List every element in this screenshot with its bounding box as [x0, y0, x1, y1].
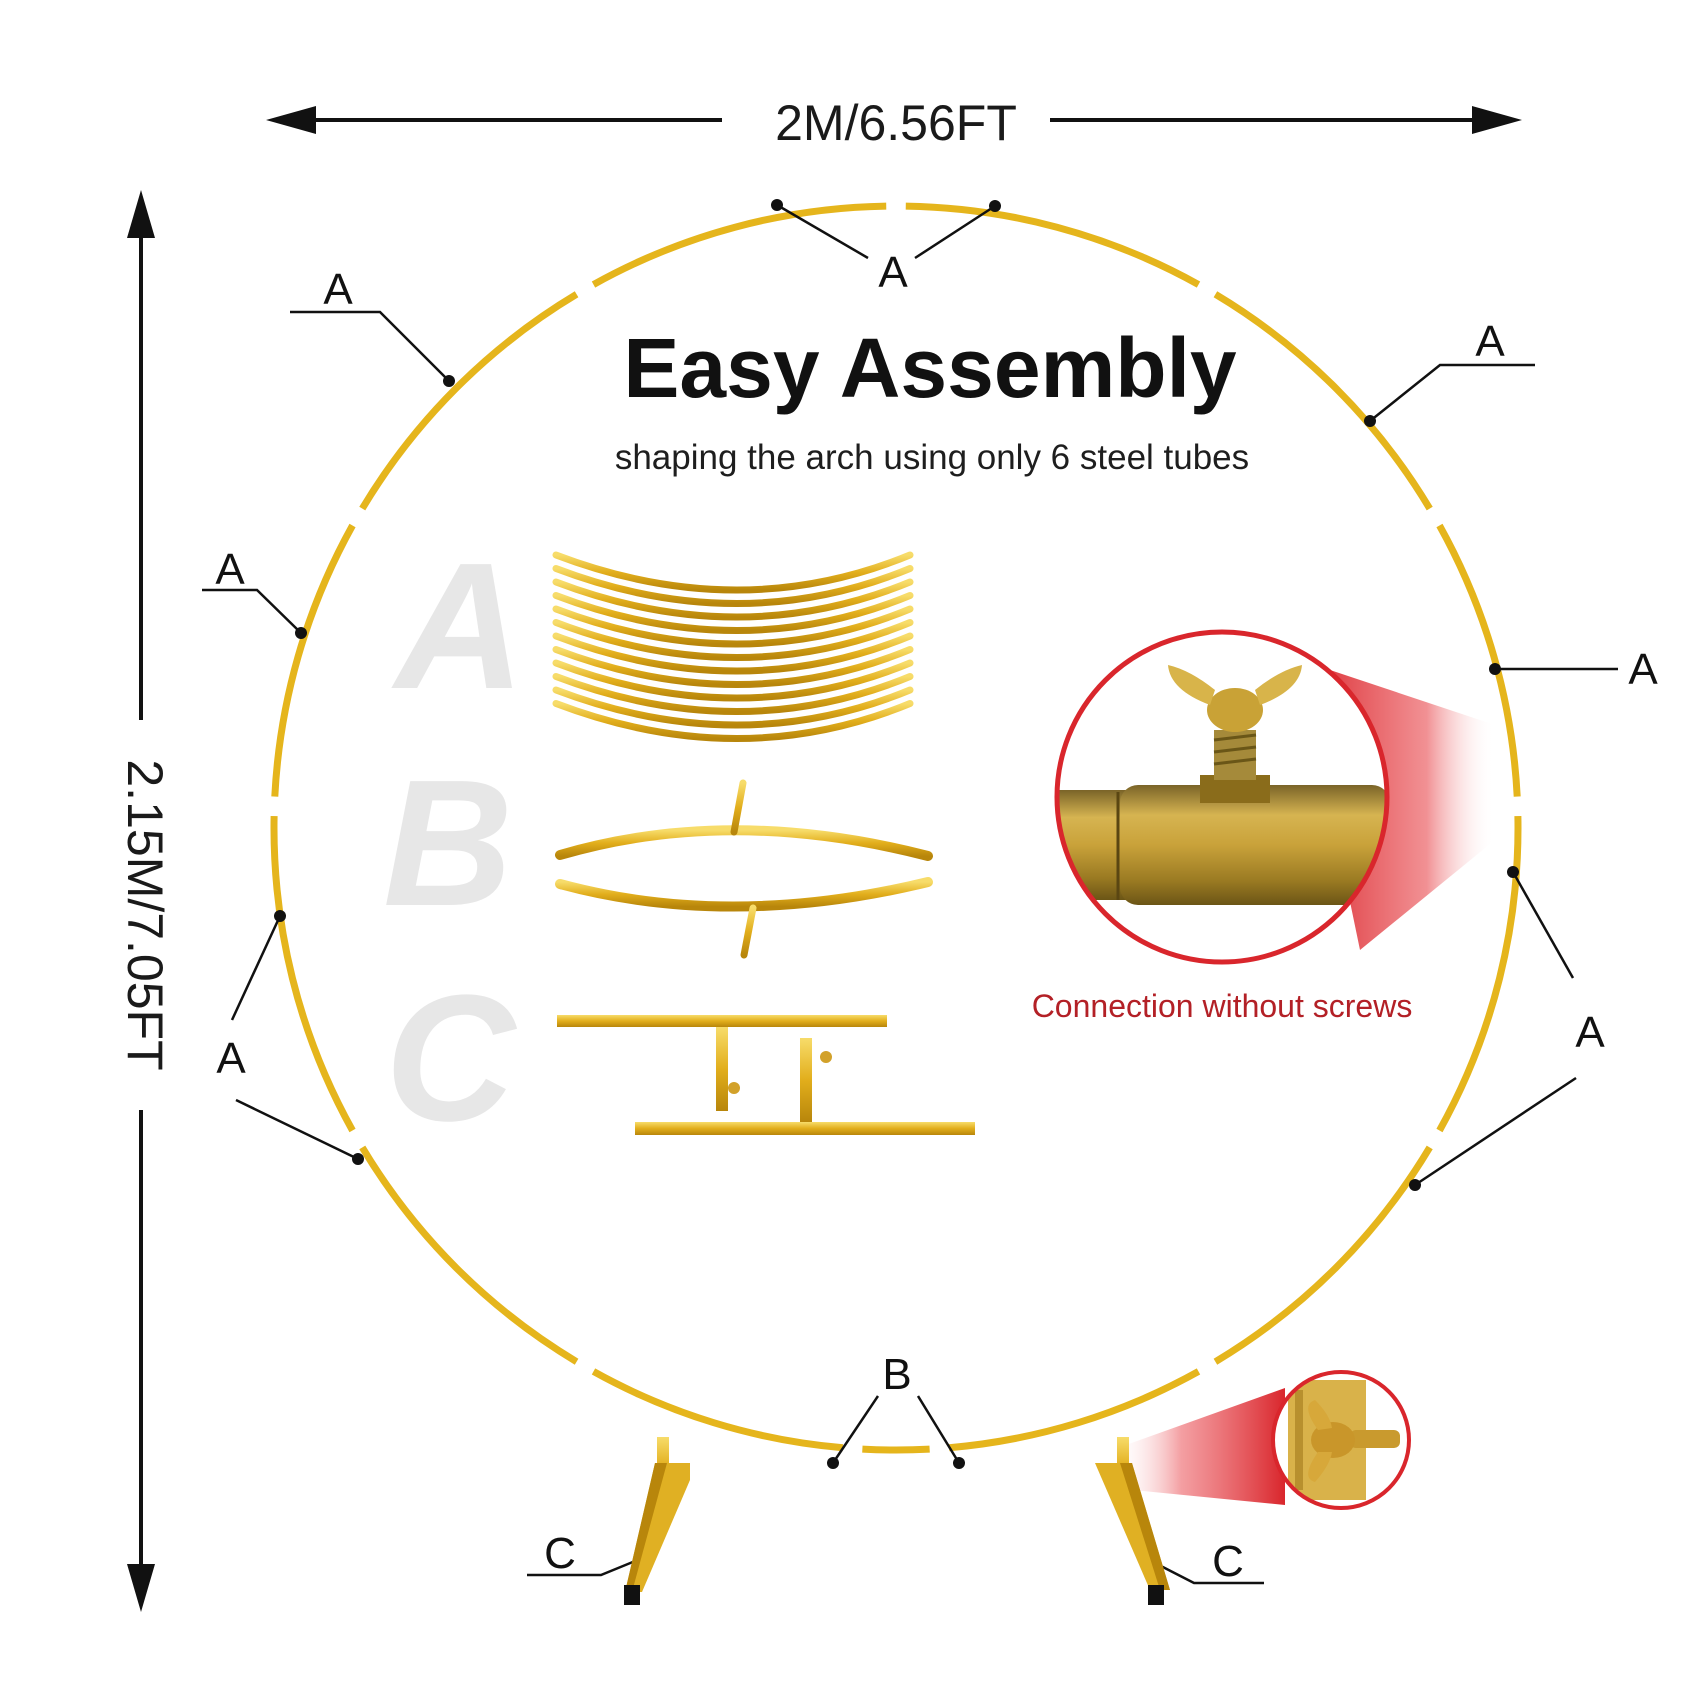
subtitle: shaping the arch using only 6 steel tube…	[615, 438, 1249, 477]
callout-a-lower-left: A	[216, 1034, 246, 1083]
hoop-segment	[359, 1145, 579, 1365]
small-zoom-beam	[1112, 1388, 1285, 1505]
part-letter-b: B	[383, 743, 513, 944]
hoop-segment	[1213, 291, 1433, 511]
page-title: Easy Assembly	[623, 321, 1237, 415]
part-a-tubes	[552, 551, 914, 742]
hoop-segment	[591, 1368, 844, 1452]
hoop-segment	[1436, 815, 1522, 1133]
tube-a	[552, 686, 914, 729]
width-dimension: 2M/6.56FT	[266, 95, 1522, 151]
tube-a	[552, 605, 914, 648]
tube-a	[552, 632, 914, 675]
tube-a	[552, 565, 914, 607]
callout-a-upper-right: A	[1475, 317, 1505, 366]
width-label: 2M/6.56FT	[775, 95, 1017, 151]
connection-detail-image	[1054, 629, 1390, 965]
callout-a-upper-left: A	[323, 265, 353, 314]
tube-a	[552, 619, 914, 661]
callout-a-right: A	[1628, 645, 1658, 694]
tube-a	[552, 551, 914, 594]
hoop-segment	[271, 523, 356, 797]
hoop-segment	[948, 1368, 1201, 1452]
callout-b: B	[882, 1350, 911, 1399]
part-c-bases	[557, 1015, 975, 1135]
hoop-segment	[1436, 523, 1521, 797]
callout-dots	[274, 199, 1519, 1569]
hoop-segment	[591, 202, 887, 288]
tube-a	[552, 646, 914, 688]
callout-a-top: A	[878, 248, 908, 297]
callout-c-right: C	[1212, 1537, 1244, 1586]
callout-labels: A A A A A A A B C C	[215, 248, 1658, 1586]
right-stand	[1095, 1437, 1170, 1605]
left-stand	[624, 1437, 690, 1605]
connection-caption: Connection without screws	[1032, 988, 1413, 1024]
part-letter-a: A	[391, 526, 525, 727]
gold-hoop	[270, 202, 1522, 1454]
callout-c-left: C	[544, 1529, 576, 1578]
tube-a	[552, 578, 914, 621]
callout-a-left: A	[215, 545, 245, 594]
height-dimension: 2.15M/7.05FT	[117, 190, 173, 1612]
hoop-segment	[359, 291, 579, 511]
callout-leaders	[202, 203, 1618, 1585]
height-label: 2.15M/7.05FT	[117, 759, 173, 1070]
part-letter-c: C	[385, 958, 518, 1159]
base-screw-detail-image	[1271, 1370, 1411, 1510]
hoop-segment	[270, 815, 356, 1133]
tube-a	[552, 700, 914, 742]
hoop-segment	[862, 1445, 930, 1454]
part-b-tubes	[555, 779, 933, 959]
tube-a	[552, 659, 914, 702]
hoop-segment	[905, 202, 1201, 288]
callout-a-lower-right: A	[1575, 1008, 1605, 1057]
tube-a	[552, 592, 914, 634]
hoop-segment	[1213, 1145, 1433, 1365]
tube-a	[552, 673, 914, 715]
